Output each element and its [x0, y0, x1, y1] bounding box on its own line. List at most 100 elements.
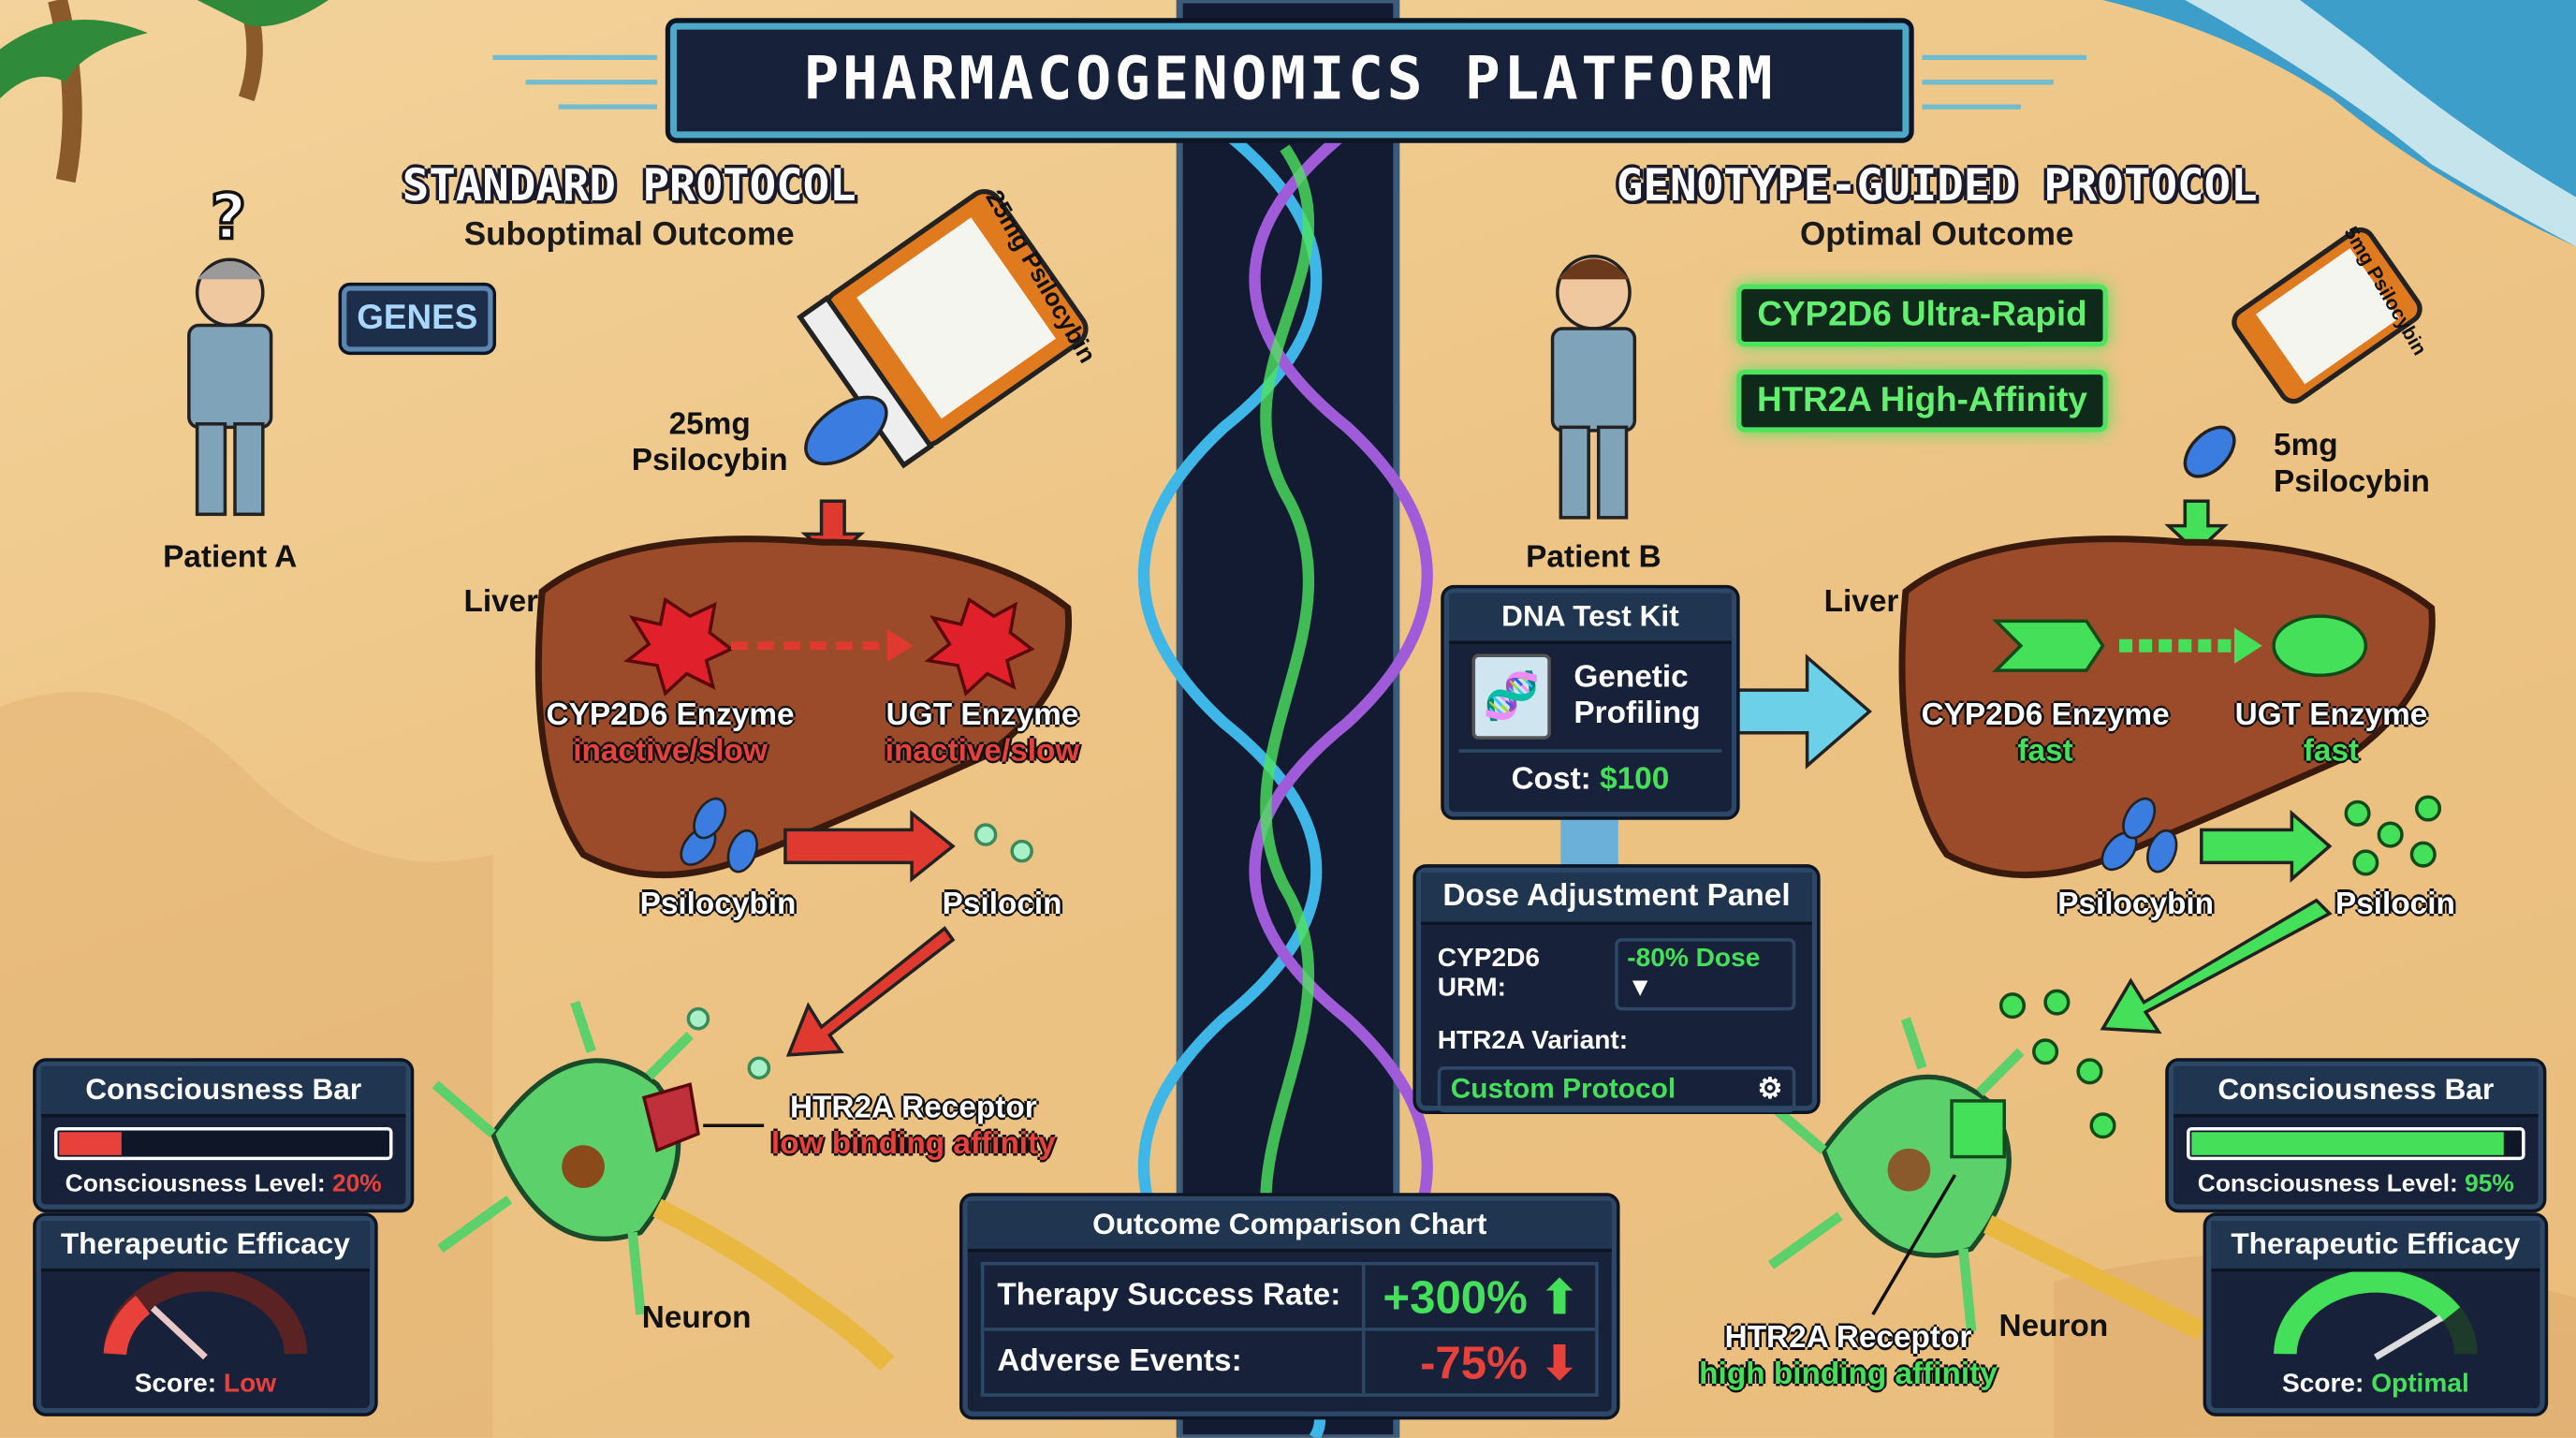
- liver-label-left: Liver: [463, 584, 539, 620]
- efficacy-panel-right: Therapeutic Efficacy Score: Optimal: [2206, 1215, 2545, 1414]
- pill-bottle-25mg-icon: [797, 188, 1089, 469]
- psilocybin-label-left: Psilocybin: [639, 887, 797, 922]
- efficacy-score-right: Score: Optimal: [2211, 1371, 2539, 1401]
- patient-a-figure: ?: [187, 179, 273, 517]
- consciousness-bar-left: [53, 1126, 393, 1161]
- right-subheading: Optimal Outcome: [1799, 216, 2074, 254]
- panel-title: Consciousness Bar: [40, 1066, 406, 1118]
- outcome-row-adverse: Adverse Events: -75% ⬇: [984, 1330, 1595, 1394]
- gear-icon[interactable]: ⚙: [1757, 1073, 1783, 1105]
- genes-button[interactable]: GENES: [342, 286, 493, 352]
- score-label: Score:: [2281, 1370, 2364, 1399]
- dose-label-right: 5mg Psilocybin: [2274, 429, 2430, 501]
- kit-line: Profiling: [1573, 697, 1701, 732]
- outcome-row-success: Therapy Success Rate: +300% ⬆: [984, 1265, 1596, 1331]
- enzyme-status: inactive/slow: [885, 734, 1080, 770]
- ocean: [2102, 0, 2576, 247]
- panel-title: Therapeutic Efficacy: [40, 1221, 370, 1272]
- dna-test-kit-panel[interactable]: DNA Test Kit 🧬 Genetic Profiling Cost: $…: [1443, 588, 1737, 817]
- dose-drug: Psilocybin: [631, 443, 788, 478]
- level-label: Consciousness Level:: [65, 1169, 326, 1198]
- row-value: +300% ⬆: [1365, 1269, 1595, 1324]
- capsule-icon: [804, 395, 888, 466]
- cyp2d6-fast-icon: [1992, 619, 2105, 672]
- receptor-status: high binding affinity: [1699, 1357, 1998, 1392]
- cost-label: Cost:: [1511, 762, 1591, 798]
- enzyme-cyp2d6-right: CYP2D6 Enzyme fast: [1922, 698, 2170, 770]
- badge-htr2a-high-affinity: HTR2A High-Affinity: [1736, 369, 2108, 433]
- dose-label-left: 25mg Psilocybin: [632, 407, 788, 479]
- dose-select-value: -80% Dose: [1627, 945, 1761, 974]
- right-heading: GENOTYPE-GUIDED PROTOCOL: [1616, 160, 2258, 213]
- dna-kit-icon: 🧬: [1471, 653, 1551, 740]
- panel-title: Consciousness Bar: [2173, 1066, 2539, 1118]
- patient-b-label: Patient B: [1526, 540, 1661, 576]
- score-value: Low: [223, 1370, 277, 1399]
- htr2a-variant-label: HTR2A Variant:: [1437, 1026, 1629, 1055]
- level-label: Consciousness Level:: [2197, 1169, 2458, 1198]
- panel-title: Outcome Comparison Chart: [967, 1200, 1612, 1253]
- neuron-label-right: Neuron: [1998, 1309, 2109, 1344]
- outcome-table: Therapy Success Rate: +300% ⬆ Adverse Ev…: [980, 1261, 1599, 1397]
- cyp2d6-row: CYP2D6 URM: -80% Dose ▼: [1421, 925, 1812, 1011]
- receptor-name: HTR2A Receptor: [1724, 1321, 1972, 1356]
- level-value: 20%: [331, 1169, 382, 1198]
- receptor-label-left: HTR2A Receptor low binding affinity: [771, 1091, 1056, 1163]
- receptor-name: HTR2A Receptor: [789, 1091, 1037, 1126]
- efficacy-panel-left: Therapeutic Efficacy Score: Low: [36, 1215, 375, 1414]
- consciousness-fill: [2191, 1132, 2504, 1155]
- badge-cyp2d6-ultra-rapid: CYP2D6 Ultra-Rapid: [1736, 284, 2108, 347]
- palm-tree-icon: [0, 0, 329, 183]
- chevron-down-icon: ▼: [1627, 974, 1654, 1003]
- patient-b-figure: [1550, 255, 1637, 520]
- enzyme-status: fast: [2017, 734, 2073, 770]
- htr2a-receptor-high-icon: [1950, 1099, 2006, 1159]
- genes-button-label: GENES: [357, 299, 478, 337]
- ugt-fast-icon: [2272, 614, 2368, 678]
- panel-title: Dose Adjustment Panel: [1421, 872, 1812, 926]
- consciousness-fill: [59, 1132, 123, 1155]
- row-label: Therapy Success Rate:: [984, 1265, 1366, 1328]
- receptor-status: low binding affinity: [770, 1126, 1056, 1162]
- consciousness-bar-right: [2187, 1126, 2525, 1161]
- ugt-inactive-icon: [924, 596, 1035, 697]
- kit-line: Genetic: [1573, 660, 1689, 696]
- consciousness-level-left: Consciousness Level: 20%: [41, 1170, 406, 1198]
- left-subheading: Suboptimal Outcome: [463, 216, 795, 254]
- enzyme-ugt-right: UGT Enzyme fast: [2235, 698, 2428, 770]
- enzyme-cyp2d6-left: CYP2D6 Enzyme inactive/slow: [547, 698, 795, 770]
- kit-cost: Cost: $100: [1449, 762, 1732, 799]
- page-title: PHARMACOGENOMICS PLATFORM: [803, 46, 1777, 114]
- neuron-left-icon: [432, 1000, 895, 1372]
- row-label: Adverse Events:: [984, 1330, 1366, 1394]
- consciousness-level-right: Consciousness Level: 95%: [2174, 1170, 2539, 1198]
- left-heading: STANDARD PROTOCOL: [402, 160, 856, 213]
- gauge-optimal-icon: [2274, 1268, 2478, 1360]
- gauge-low-icon: [103, 1268, 308, 1360]
- enzyme-name: UGT Enzyme: [2234, 697, 2428, 733]
- enzyme-name: UGT Enzyme: [886, 697, 1079, 733]
- kit-body: 🧬 Genetic Profiling: [1458, 644, 1722, 753]
- dose-drug: Psilocybin: [2274, 464, 2430, 500]
- value-text: -75%: [1420, 1336, 1528, 1388]
- kit-description: Genetic Profiling: [1573, 661, 1700, 733]
- row-label: CYP2D6 URM:: [1437, 945, 1540, 1003]
- neuron-right-icon: [1763, 1017, 2206, 1341]
- panel-title: Therapeutic Efficacy: [2211, 1221, 2540, 1272]
- dose-select[interactable]: -80% Dose ▼: [1616, 938, 1796, 1011]
- panel-title: DNA Test Kit: [1448, 593, 1732, 644]
- dose-amount: 5mg: [2274, 429, 2338, 463]
- dose-amount: 25mg: [668, 407, 751, 443]
- protocol-value: Custom Protocol: [1450, 1073, 1676, 1105]
- arrow-up-icon: ⬆: [1540, 1270, 1579, 1322]
- psilocin-label-right: Psilocin: [2334, 887, 2455, 922]
- protocol-field[interactable]: Custom Protocol ⚙: [1437, 1066, 1796, 1113]
- liver-label-right: Liver: [1823, 584, 1899, 620]
- enzyme-status: inactive/slow: [573, 734, 768, 770]
- row-value: -75% ⬇: [1365, 1335, 1595, 1389]
- score-value: Optimal: [2371, 1370, 2469, 1399]
- enzyme-name: CYP2D6 Enzyme: [546, 697, 795, 733]
- consciousness-panel-left: Consciousness Bar Consciousness Level: 2…: [36, 1061, 411, 1210]
- outcome-comparison-panel: Outcome Comparison Chart Therapy Success…: [962, 1196, 1617, 1416]
